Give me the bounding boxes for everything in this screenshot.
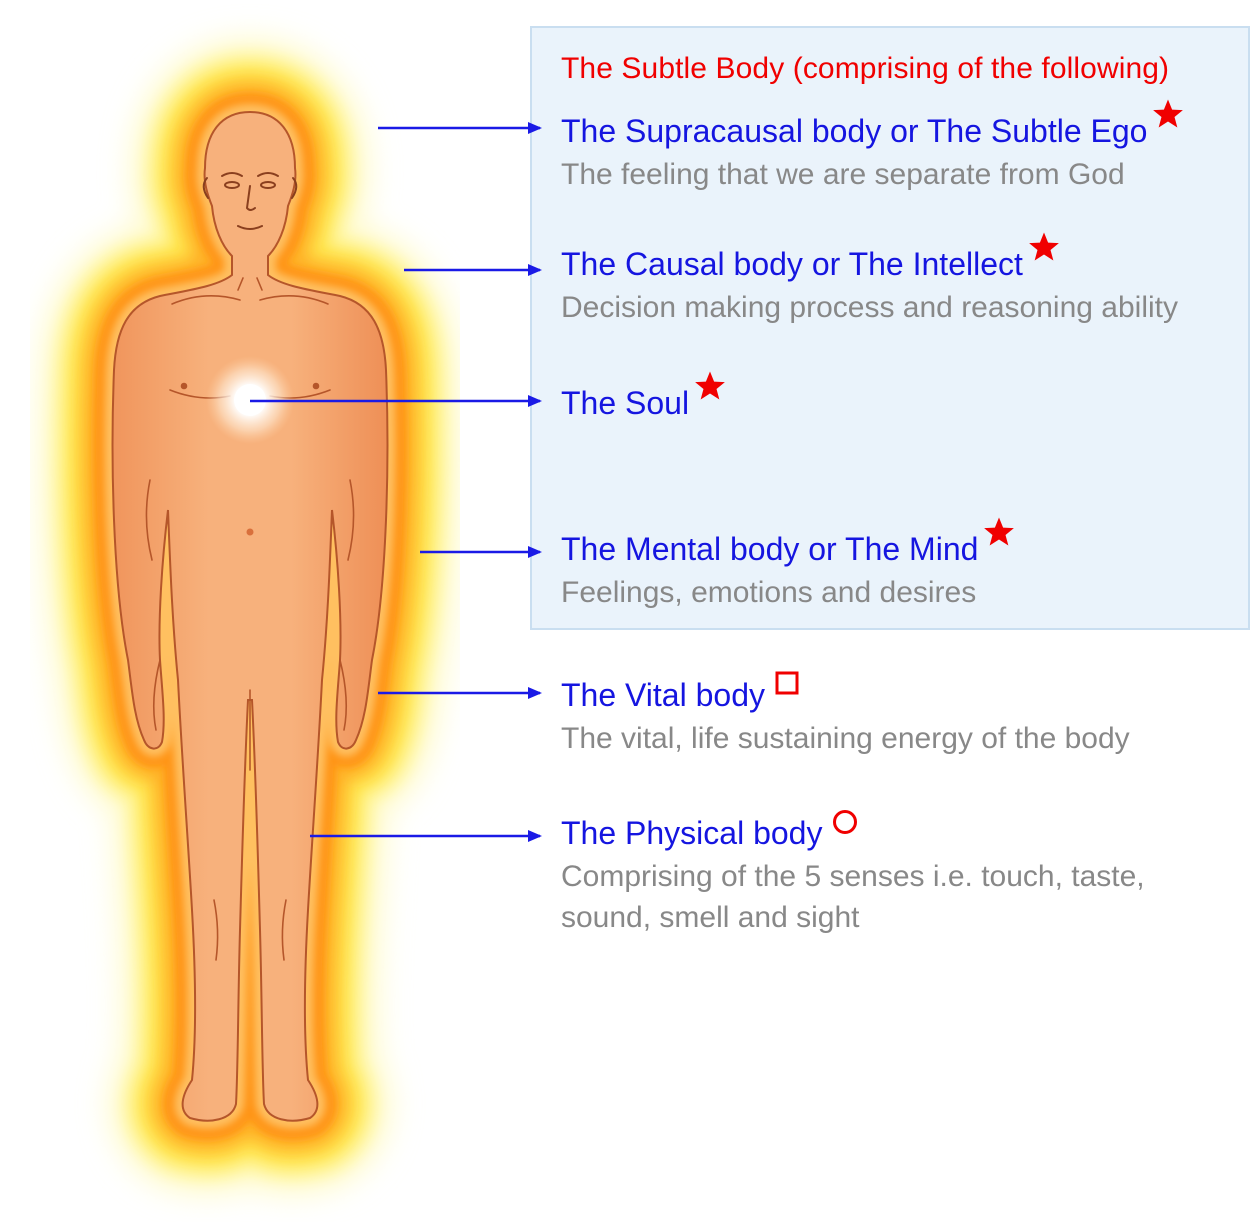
layer-description: Decision making process and reasoning ab… [561, 287, 1178, 328]
layer-title: The Vital body [561, 677, 765, 713]
layer-description: Feelings, emotions and desires [561, 572, 1016, 613]
navel [247, 529, 254, 536]
subtle-body-heading: The Subtle Body (comprising of the follo… [561, 52, 1169, 86]
circle-outline-icon [832, 809, 858, 835]
layer-description: The feeling that we are separate from Go… [561, 154, 1185, 195]
square-outline-icon [775, 671, 799, 695]
layer-mental: The Mental body or The Mind Feelings, em… [561, 531, 1016, 613]
star-icon [1151, 97, 1185, 131]
layer-supracausal: The Supracausal body or The Subtle Ego T… [561, 113, 1185, 195]
star-icon [693, 369, 727, 403]
layer-title: The Mental body or The Mind [561, 531, 978, 567]
layer-causal: The Causal body or The Intellect Decisio… [561, 246, 1178, 328]
layer-description: Comprising of the 5 senses i.e. touch, t… [561, 856, 1201, 938]
layer-physical: The Physical body Comprising of the 5 se… [561, 815, 1201, 938]
layer-soul: The Soul [561, 385, 727, 421]
star-icon [982, 515, 1016, 549]
layer-title: The Physical body [561, 815, 822, 851]
layer-title: The Supracausal body or The Subtle Ego [561, 113, 1147, 149]
layer-title: The Soul [561, 385, 689, 421]
layer-description: The vital, life sustaining energy of the… [561, 718, 1130, 759]
human-figure-with-aura [0, 0, 460, 1222]
layer-vital: The Vital body The vital, life sustainin… [561, 677, 1130, 759]
star-icon [1027, 230, 1061, 264]
layer-title: The Causal body or The Intellect [561, 246, 1023, 282]
